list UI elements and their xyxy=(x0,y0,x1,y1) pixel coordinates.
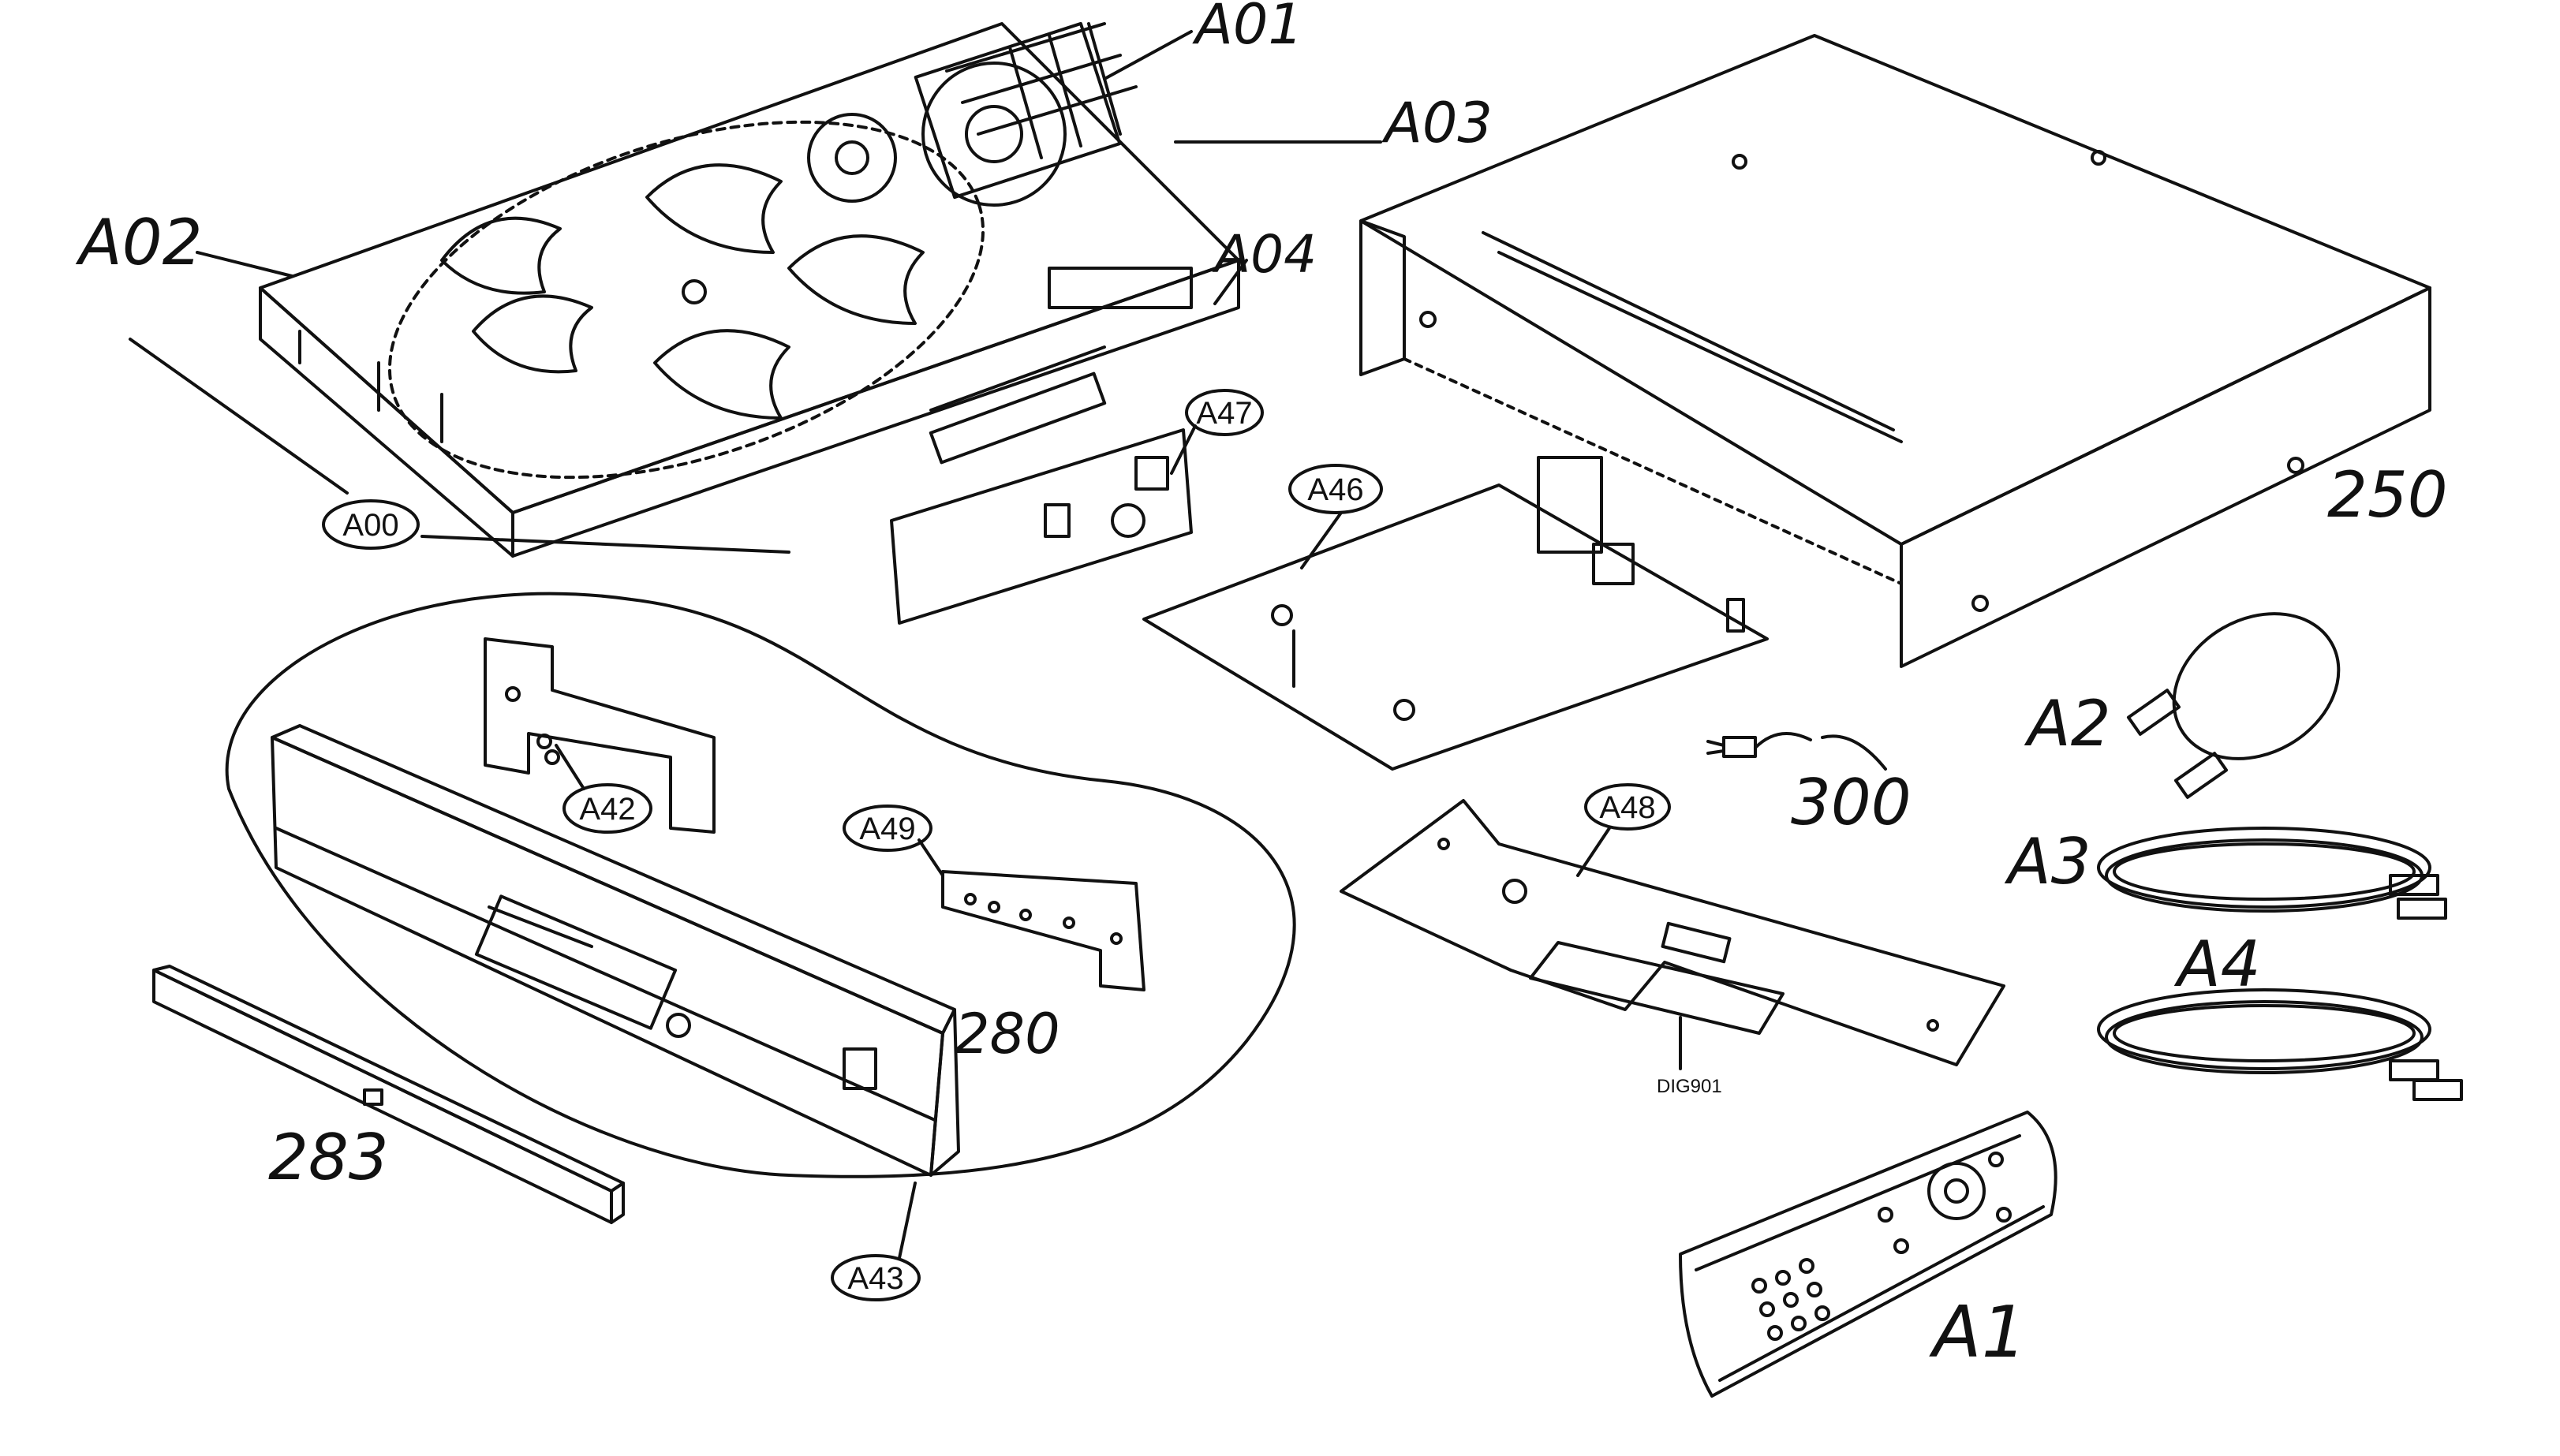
label-280: 280 xyxy=(955,1002,1060,1066)
power-plug-300 xyxy=(1706,732,1887,771)
callout-a48 xyxy=(1584,783,1671,831)
callout-a00 xyxy=(322,499,420,550)
bracket-a49 xyxy=(941,870,1145,991)
label-283: 283 xyxy=(268,1121,389,1194)
label-a46: A46 xyxy=(1307,472,1363,507)
strip-283 xyxy=(152,965,625,1224)
board-a46 xyxy=(1142,456,1769,771)
callout-a49 xyxy=(843,805,932,852)
cable-a3 xyxy=(2097,827,2447,920)
label-a47: A47 xyxy=(1196,396,1252,431)
label-a2: A2 xyxy=(2024,687,2111,760)
callout-a46 xyxy=(1288,464,1383,514)
label-a02: A02 xyxy=(75,206,203,279)
label-a04: A04 xyxy=(1212,224,1317,285)
callout-a43 xyxy=(831,1254,921,1301)
remote-control-a1 xyxy=(1679,1111,2057,1398)
top-cover xyxy=(1359,34,2431,668)
label-a01: A01 xyxy=(1192,0,1303,57)
label-a48: A48 xyxy=(1599,790,1655,825)
board-a48 xyxy=(1340,799,2005,1066)
label-a3: A3 xyxy=(2004,825,2091,898)
label-a00: A00 xyxy=(342,508,398,543)
label-300: 300 xyxy=(1791,766,1912,839)
labels: A01 A03 A02 A04 A00 A47 A46 250 A2 300 A… xyxy=(75,0,2448,1374)
label-a1: A1 xyxy=(1929,1291,2027,1374)
label-250: 250 xyxy=(2327,458,2448,532)
label-a4: A4 xyxy=(2173,928,2261,1001)
label-a03: A03 xyxy=(1381,91,1493,155)
label-a49: A49 xyxy=(859,812,915,846)
front-panel-group-outline xyxy=(225,592,1296,1178)
front-panel-a43 xyxy=(271,724,960,1177)
callout-a47 xyxy=(1185,389,1264,436)
cable-a4 xyxy=(2097,988,2463,1101)
label-a43: A43 xyxy=(847,1261,903,1296)
label-dig901: DIG901 xyxy=(1657,1076,1722,1097)
callout-a42 xyxy=(562,783,652,834)
board-a47 xyxy=(890,428,1193,625)
cable-a2 xyxy=(2126,612,2341,799)
label-a42: A42 xyxy=(579,792,635,827)
deck-mechanism xyxy=(259,21,1240,558)
bracket-a42 xyxy=(484,637,716,834)
